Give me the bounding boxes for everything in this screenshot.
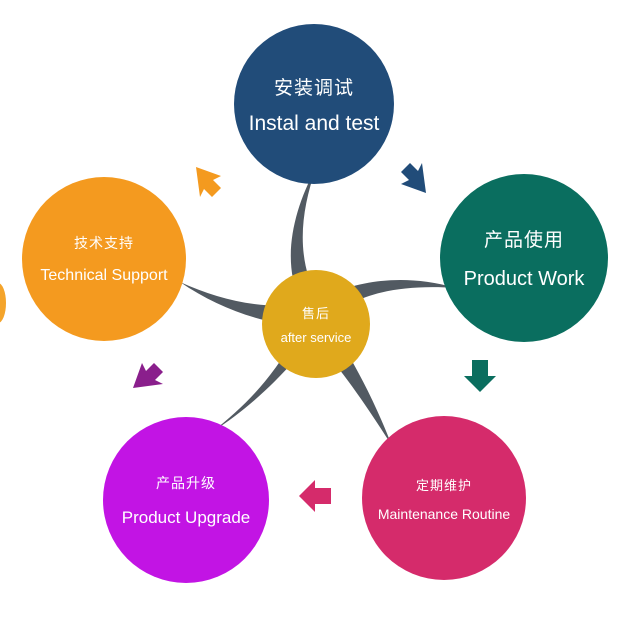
arrow-shape-upgrade-to-support: [133, 363, 163, 388]
step-title-en: Maintenance Routine: [377, 505, 511, 522]
step-title-zh: 技术支持: [74, 236, 134, 252]
arm-to-install: [290, 168, 318, 300]
step-title-zh: 定期维护: [415, 478, 472, 494]
step-maintenance-routine: 定期维护 Maintenance Routine: [362, 416, 526, 580]
arrow-icon: [464, 360, 496, 392]
step-technical-support: 技术支持 Technical Support: [22, 177, 186, 341]
arrow-shape-work-to-maintenance: [464, 360, 496, 392]
center-after-service: 售后 after service: [262, 270, 370, 378]
arrow-icon: [299, 480, 331, 512]
step-title-en: Instal and test: [248, 111, 380, 135]
arrow-icon: [133, 363, 163, 388]
arrow-icon: [196, 167, 221, 197]
arrow-icon: [401, 163, 426, 193]
step-product-upgrade: 产品升级 Product Upgrade: [103, 417, 269, 583]
arrow-shape-install-to-work: [401, 163, 426, 193]
arrow-shape-maintenance-to-upgrade: [299, 480, 331, 512]
step-title-en: Product Upgrade: [121, 507, 251, 527]
partial-orange-circle: [0, 283, 6, 323]
step-install-and-test: 安装调试 Instal and test: [234, 24, 394, 184]
step-title-zh: 产品使用: [483, 229, 564, 251]
center-title-zh: 售后: [301, 307, 330, 322]
step-product-work: 产品使用 Product Work: [440, 174, 608, 342]
step-title-zh: 产品升级: [156, 475, 216, 492]
step-title-zh: 安装调试: [273, 76, 354, 99]
center-title-en: after service: [280, 330, 352, 345]
step-title-en: Technical Support: [40, 267, 168, 284]
step-title-en: Product Work: [463, 268, 585, 290]
arrow-shape-support-to-install: [196, 167, 221, 197]
